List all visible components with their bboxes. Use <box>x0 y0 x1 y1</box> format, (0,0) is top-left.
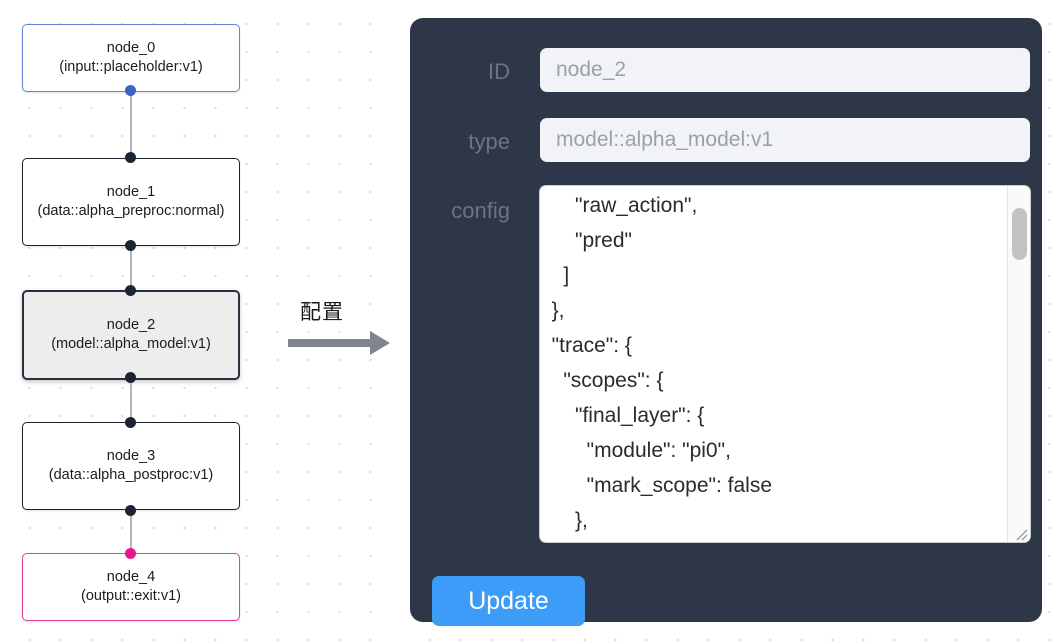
id-input[interactable] <box>540 48 1030 92</box>
node-subtitle: (model::alpha_model:v1) <box>51 336 211 352</box>
node_2-target-handle[interactable] <box>125 285 136 296</box>
node-label: node_4(output::exit:v1) <box>31 568 231 607</box>
node_2-source-handle[interactable] <box>125 372 136 383</box>
config-scrollbar[interactable] <box>1007 186 1030 542</box>
node-title: node_0 <box>106 39 156 56</box>
edge-node1-node2 <box>130 244 132 294</box>
arrow-right-icon <box>288 331 390 355</box>
node-label: node_0(input::placeholder:v1) <box>31 39 231 78</box>
node-label: node_1(data::alpha_preproc:normal) <box>31 183 231 222</box>
graph-node-node_0[interactable]: node_0(input::placeholder:v1) <box>22 24 240 92</box>
node_1-source-handle[interactable] <box>125 240 136 251</box>
node_4-target-handle[interactable] <box>125 548 136 559</box>
resize-grip-icon[interactable] <box>1012 525 1028 541</box>
node-subtitle: (output::exit:v1) <box>81 588 181 604</box>
node-config-panel: ID type config Update <box>410 18 1042 626</box>
id-field-label: ID <box>488 59 510 84</box>
config-field-label: config <box>451 198 510 223</box>
node-subtitle: (data::alpha_preproc:normal) <box>37 203 225 219</box>
config-scrollbar-thumb[interactable] <box>1012 208 1027 260</box>
edge-node3-node4 <box>130 511 132 553</box>
node-subtitle: (data::alpha_postproc:v1) <box>48 467 214 483</box>
node-label: node_3(data::alpha_postproc:v1) <box>31 447 231 486</box>
graph-node-node_3[interactable]: node_3(data::alpha_postproc:v1) <box>22 422 240 510</box>
edge-node2-node3 <box>130 375 132 423</box>
graph-node-node_2[interactable]: node_2(model::alpha_model:v1) <box>22 290 240 380</box>
type-input[interactable] <box>540 118 1030 162</box>
node-title: node_1 <box>106 183 156 200</box>
config-textarea-wrapper <box>540 186 1030 542</box>
transition-label: 配置 <box>300 300 344 324</box>
node-title: node_4 <box>106 568 156 585</box>
node-subtitle: (input::placeholder:v1) <box>59 59 203 75</box>
node-title: node_3 <box>106 447 156 464</box>
node_0-source-handle[interactable] <box>125 85 136 96</box>
graph-node-node_1[interactable]: node_1(data::alpha_preproc:normal) <box>22 158 240 246</box>
config-textarea[interactable] <box>540 186 1008 542</box>
transition-annotation: 配置 <box>288 296 396 358</box>
node-title: node_2 <box>106 316 156 333</box>
node-label: node_2(model::alpha_model:v1) <box>32 316 230 355</box>
update-button[interactable]: Update <box>432 576 585 626</box>
node_3-target-handle[interactable] <box>125 417 136 428</box>
type-field-label: type <box>468 129 510 154</box>
node_3-source-handle[interactable] <box>125 505 136 516</box>
edge-node0-node1 <box>130 90 132 160</box>
node_1-target-handle[interactable] <box>125 152 136 163</box>
graph-node-node_4[interactable]: node_4(output::exit:v1) <box>22 553 240 621</box>
